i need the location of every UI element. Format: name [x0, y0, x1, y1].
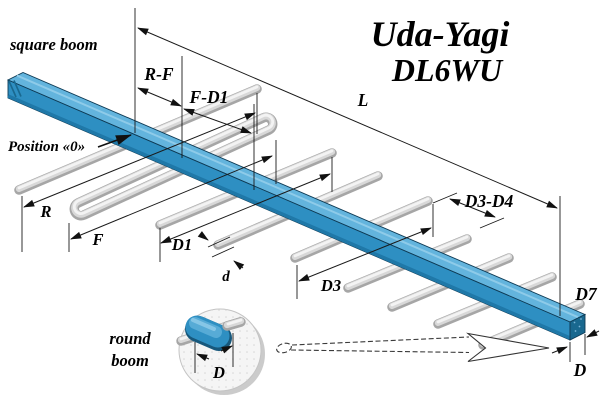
dim-label-dipole: F [91, 230, 103, 249]
round-boom-inset [179, 308, 265, 395]
dim-label-boom-diameter-inset: D [212, 363, 225, 382]
dim-d3-minus-d4 [449, 198, 496, 218]
dim-label-d3-minus-d4: D3-D4 [464, 191, 514, 211]
dim-boom-length [137, 27, 558, 209]
dim-boom-d-arrow-left [551, 346, 568, 355]
position-zero-arrow [97, 134, 132, 148]
dim-label-element-diameter: d [222, 269, 230, 285]
dim-director1 [160, 173, 331, 244]
round-boom-cylinder [185, 315, 232, 351]
direction-arrow-tail-loop [276, 342, 292, 354]
direction-arrow [276, 332, 550, 363]
inset-d-arrow-left [196, 353, 210, 362]
direction-arrow-shaft-top [291, 336, 470, 346]
round-boom-label-line1: round [109, 329, 151, 348]
boom-end-cap [569, 313, 586, 341]
boom-end-cap-dot [574, 330, 577, 332]
dim-r-minus-f [137, 87, 182, 107]
dim-label-boom-length: L [357, 90, 369, 110]
round-boom-label-line2: boom [111, 351, 149, 370]
diagram-title-line2: DL6WU [391, 52, 504, 88]
tick-d-lower [211, 246, 235, 258]
inset-d-arrow-right [220, 345, 233, 354]
square-boom-label: square boom [9, 35, 98, 54]
diagram-title-line1: Uda-Yagi [371, 14, 510, 54]
inset-element-rod-stub [222, 317, 246, 331]
tick-d3d4-right [479, 217, 505, 229]
boom-front-shade [7, 94, 571, 340]
dim-small-d-arrow-lower [233, 260, 245, 271]
labels: Uda-Yagi DL6WU square boom Position «0» … [8, 14, 598, 382]
dim-f-minus-d1 [183, 108, 252, 134]
dim-small-d-arrow-upper [197, 231, 209, 241]
dim-label-boom-side: D [573, 360, 587, 380]
dim-director3 [298, 227, 432, 282]
dim-label-director1: D1 [171, 235, 192, 254]
boom-end-cap-dot [573, 321, 576, 324]
dim-label-director7: D7 [574, 284, 598, 304]
dim-label-director3: D3 [320, 276, 341, 295]
dimension-lines [21, 8, 600, 362]
dim-boom-d-arrow-right [586, 329, 600, 338]
boom-cut-hatch [8, 80, 17, 98]
direction-arrow-head [466, 332, 550, 363]
boom-cut-hatch [13, 80, 22, 97]
dim-label-reflector: R [39, 202, 51, 221]
boom-end-cap-dot [580, 318, 582, 320]
direction-arrow-shaft-bottom [290, 349, 470, 354]
tick-d3d4-left [432, 192, 458, 204]
dim-label-r-minus-f: R-F [143, 64, 174, 84]
dim-label-f-minus-d1: F-D1 [189, 87, 229, 107]
boom-end-cap-dot [578, 325, 581, 328]
position-zero-label: Position «0» [8, 139, 85, 155]
